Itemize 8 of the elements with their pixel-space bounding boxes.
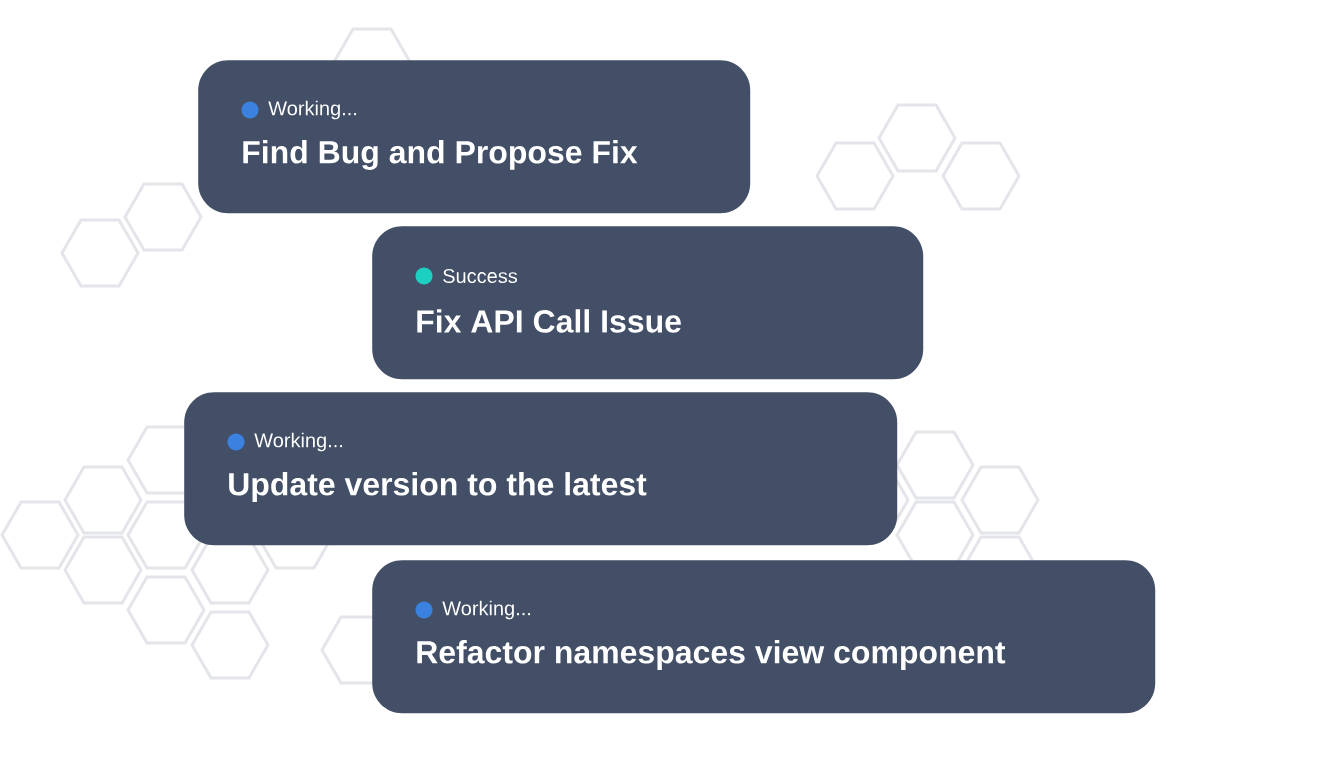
task-title: Fix API Call Issue [417,309,681,333]
task-title: Find Bug and Propose Fix [243,140,638,170]
status-label: Working... [442,600,531,620]
status-label: Working... [254,432,343,452]
status-label: Success [443,268,518,284]
task-title: Update version to the latest [229,472,647,502]
task-title: Refactor namespaces view component [417,640,1006,670]
status-label: Working... [268,100,357,120]
